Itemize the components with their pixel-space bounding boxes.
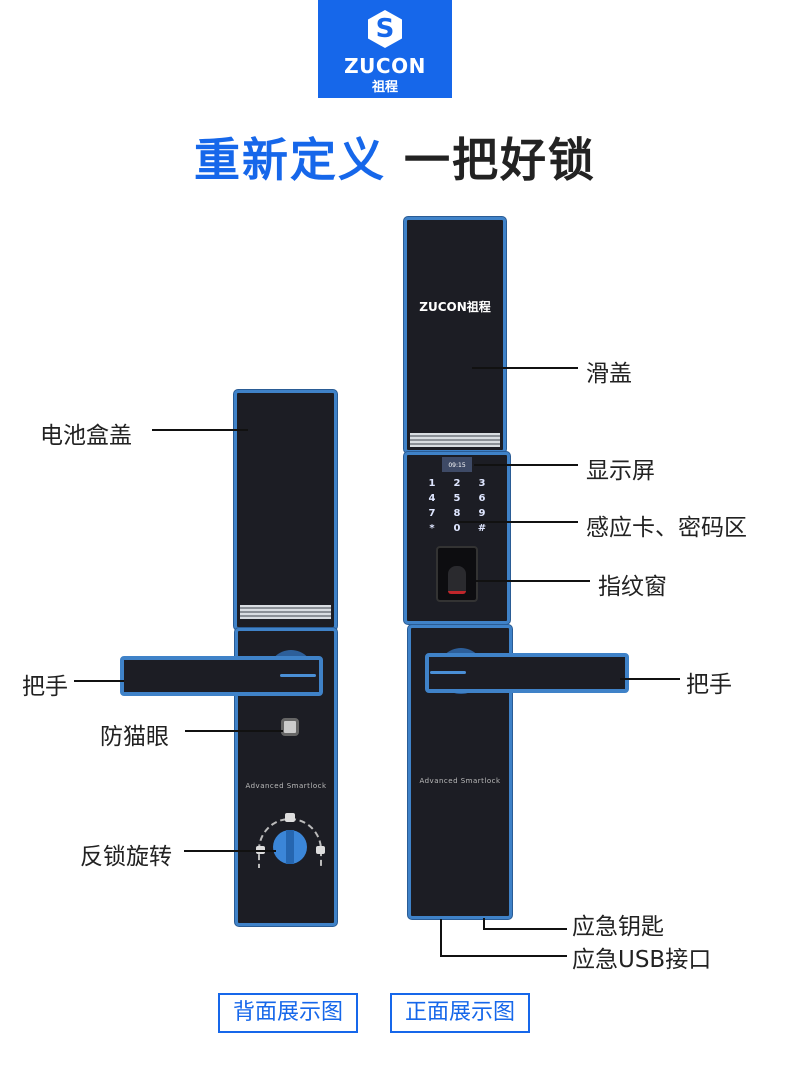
- slide-grip-stripes: [410, 433, 500, 447]
- key-star[interactable]: *: [429, 523, 435, 534]
- callout-line: [184, 850, 276, 852]
- key-7[interactable]: 7: [428, 508, 436, 519]
- knob-grip: [286, 830, 294, 864]
- headline-part1: 重新定义: [193, 133, 386, 187]
- logo-brand-en: ZUCON: [344, 54, 426, 78]
- key-5[interactable]: 5: [453, 493, 461, 504]
- cover-brand: ZUCON祖程: [419, 300, 491, 314]
- callout-line: [472, 367, 578, 369]
- label-emergency-usb: 应急USB接口: [572, 947, 712, 973]
- label-deadbolt-knob: 反锁旋转: [80, 844, 172, 870]
- model-text: Advanced Smartlock: [419, 777, 501, 785]
- callout-line: [74, 680, 124, 682]
- label-slide-cover: 滑盖: [586, 361, 632, 387]
- headline-part2: 一把好锁: [404, 133, 596, 187]
- callout-line: [152, 429, 248, 431]
- callout-line: [440, 955, 567, 957]
- label-fingerprint: 指纹窗: [598, 574, 667, 600]
- key-9[interactable]: 9: [478, 508, 486, 519]
- key-2[interactable]: 2: [453, 478, 461, 489]
- label-card-keypad: 感应卡、密码区: [586, 515, 747, 541]
- peephole-icon: [281, 718, 299, 736]
- battery-cover: [234, 390, 337, 630]
- key-1[interactable]: 1: [428, 478, 436, 489]
- key-4[interactable]: 4: [428, 493, 436, 504]
- key-6[interactable]: 6: [478, 493, 486, 504]
- label-handle-right: 把手: [686, 672, 732, 698]
- callout-line: [185, 730, 283, 732]
- key-0[interactable]: 0: [453, 523, 461, 534]
- callout-line: [458, 521, 578, 523]
- front-view-button[interactable]: 正面展示图: [390, 993, 530, 1033]
- label-peephole: 防猫眼: [100, 724, 169, 750]
- headline: 重新定义 一把好锁: [0, 124, 790, 190]
- keypad: 1 2 3 4 5 6 7 8 9 * 0 #: [422, 478, 494, 534]
- label-emergency-key: 应急钥匙: [572, 914, 664, 940]
- key-3[interactable]: 3: [478, 478, 486, 489]
- callout-line: [474, 464, 578, 466]
- cover-grip-stripes: [240, 605, 331, 619]
- fingerprint-sensor-icon: [448, 566, 466, 594]
- model-text: Advanced Smartlock: [245, 782, 327, 790]
- callout-line: [476, 580, 590, 582]
- handle-accent: [280, 674, 316, 677]
- handle-accent: [430, 671, 466, 674]
- key-hash[interactable]: #: [477, 523, 487, 534]
- callout-line: [440, 919, 442, 957]
- callout-line: [483, 928, 567, 930]
- label-handle-left: 把手: [22, 674, 68, 700]
- display-screen: 09:15: [442, 457, 472, 472]
- brand-logo: S ZUCON 祖程: [318, 0, 452, 98]
- lock-icon-right: [316, 846, 325, 854]
- logo-brand-cn: 祖程: [371, 80, 398, 95]
- callout-line: [483, 918, 485, 929]
- back-view-button[interactable]: 背面展示图: [218, 993, 358, 1033]
- callout-line: [620, 678, 680, 680]
- label-battery-cover: 电池盒盖: [40, 423, 132, 449]
- logo-mark: S: [375, 14, 395, 44]
- unlock-icon: [285, 813, 295, 822]
- slide-cover[interactable]: [404, 217, 506, 453]
- key-8[interactable]: 8: [453, 508, 461, 519]
- label-display: 显示屏: [586, 458, 655, 484]
